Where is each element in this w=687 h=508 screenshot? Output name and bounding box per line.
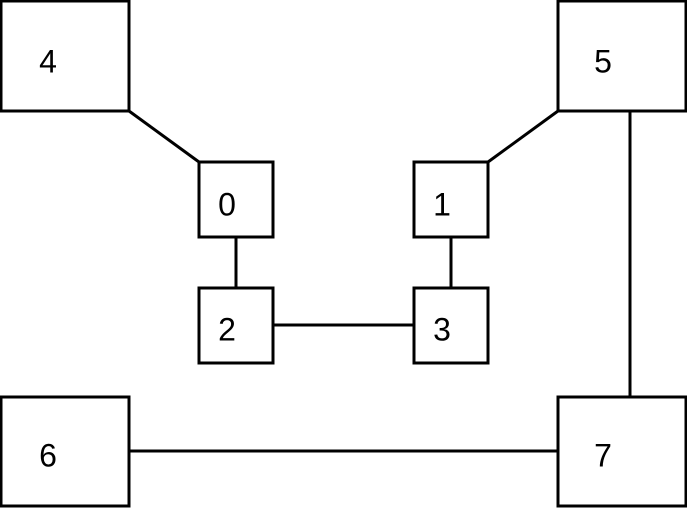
node-6-box — [0, 395, 131, 508]
node-4-box — [0, 0, 131, 113]
node-6: 6 — [0, 395, 131, 508]
node-0-label: 0 — [218, 186, 236, 222]
node-2: 2 — [197, 286, 275, 365]
node-6-label: 6 — [39, 437, 57, 473]
node-4: 4 — [0, 0, 131, 113]
node-1-label: 1 — [433, 186, 451, 222]
edge-5-1 — [487, 109, 559, 164]
node-4-label: 4 — [39, 43, 57, 79]
node-1: 1 — [412, 160, 490, 239]
node-5-label: 5 — [594, 43, 612, 79]
node-3: 3 — [412, 286, 490, 365]
node-7-label: 7 — [594, 437, 612, 473]
node-1-box — [412, 160, 490, 239]
node-0: 0 — [197, 160, 275, 239]
node-5-box — [556, 0, 687, 113]
node-5: 5 — [556, 0, 687, 113]
node-0-box — [197, 160, 275, 239]
edge-4-0 — [128, 109, 200, 164]
node-7-box — [556, 395, 687, 508]
node-2-box — [197, 286, 275, 365]
node-2-label: 2 — [218, 311, 236, 347]
node-3-label: 3 — [433, 311, 451, 347]
node-7: 7 — [556, 395, 687, 508]
node-3-box — [412, 286, 490, 365]
